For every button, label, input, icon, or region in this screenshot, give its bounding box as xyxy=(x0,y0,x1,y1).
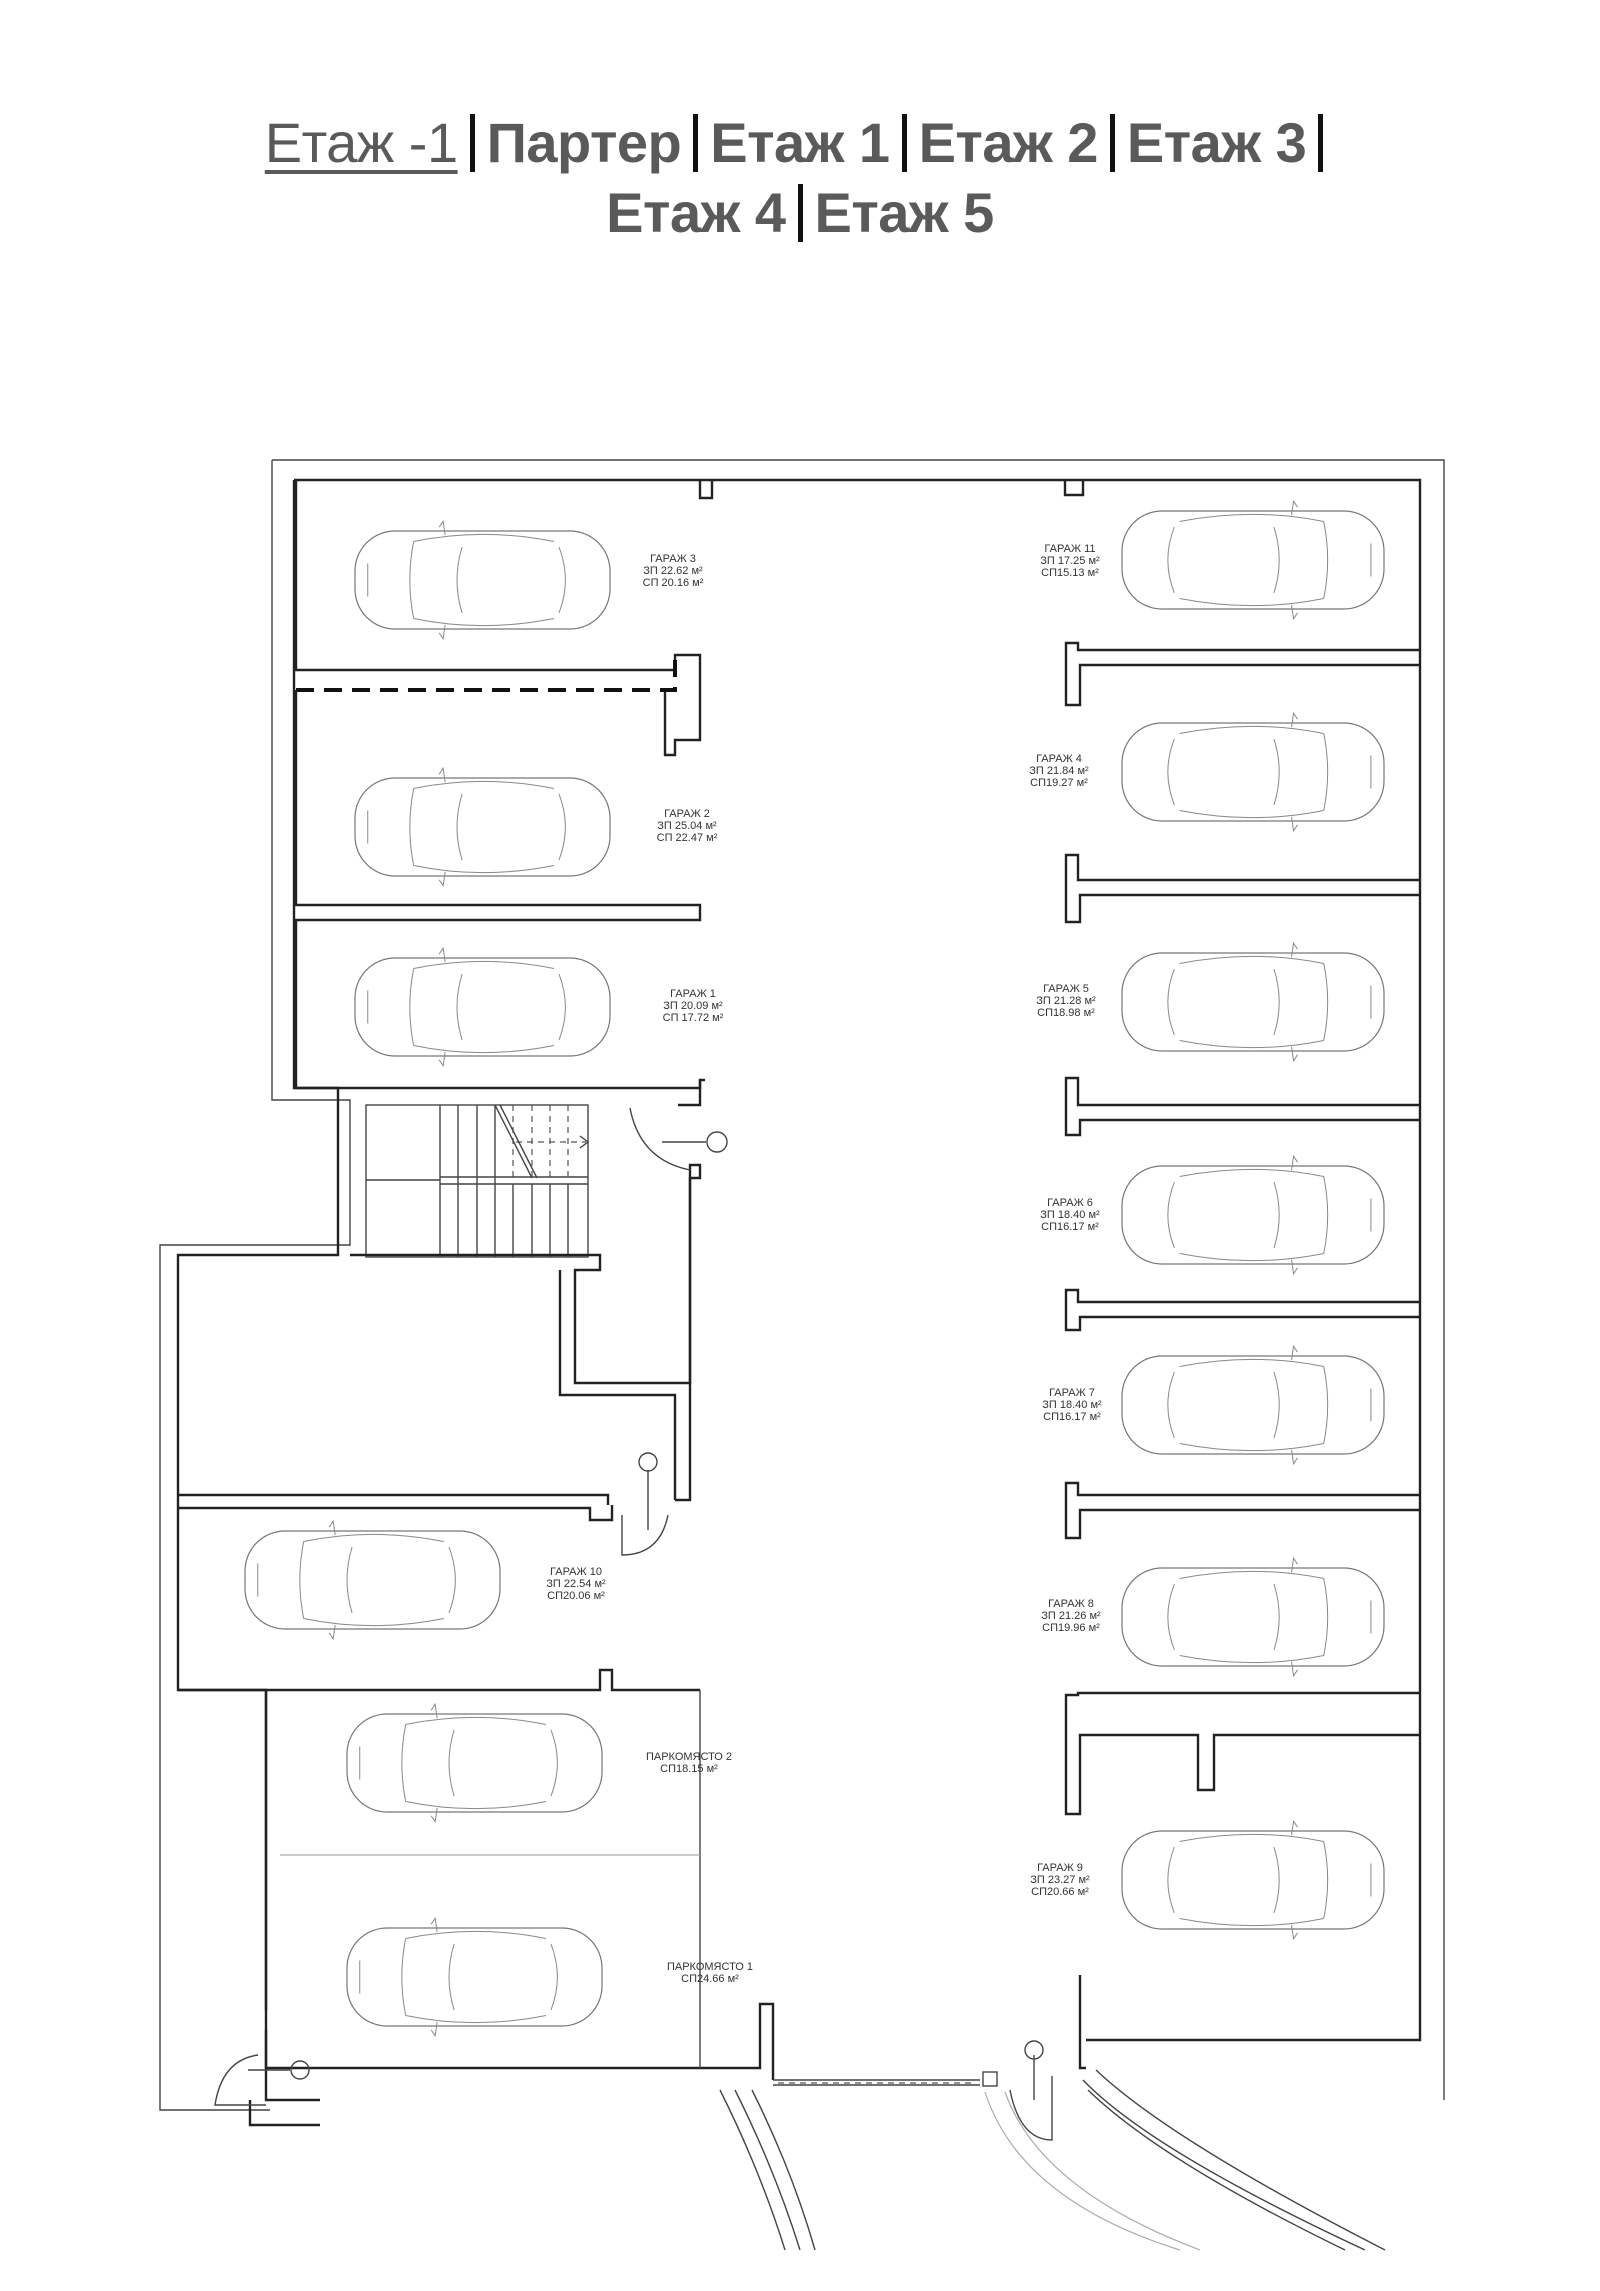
floor-link-5[interactable]: Етаж 5 xyxy=(814,181,995,244)
stairwell xyxy=(365,1104,590,1258)
separator xyxy=(1109,114,1115,172)
car-icon xyxy=(354,519,611,641)
separator xyxy=(693,114,699,172)
separator xyxy=(1318,114,1324,172)
car-icon xyxy=(354,766,611,888)
cars-layer xyxy=(244,499,1385,2038)
car-icon xyxy=(1121,1819,1385,1941)
right-garage-walls xyxy=(1063,480,1420,2070)
car-icon xyxy=(1121,1556,1385,1678)
car-icon xyxy=(1121,499,1385,621)
car-icon xyxy=(346,1916,603,2038)
floor-link-basement[interactable]: Етаж -1 xyxy=(264,111,458,174)
car-icon xyxy=(354,946,611,1068)
separator xyxy=(469,114,475,172)
floor-link-ground[interactable]: Партер xyxy=(486,111,682,174)
floor-nav-row-2: Етаж 4 Етаж 5 xyxy=(0,178,1600,248)
car-icon xyxy=(1121,941,1385,1063)
car-icon xyxy=(1121,1344,1385,1466)
entrance-ramp xyxy=(719,2069,1386,2251)
separator xyxy=(797,184,803,242)
separator xyxy=(901,114,907,172)
car-icon xyxy=(244,1519,501,1641)
floor-link-3[interactable]: Етаж 3 xyxy=(1126,111,1307,174)
car-icon xyxy=(1121,1154,1385,1276)
floor-link-2[interactable]: Етаж 2 xyxy=(918,111,1099,174)
left-garage-walls xyxy=(294,480,714,1107)
floor-link-1[interactable]: Етаж 1 xyxy=(710,111,890,174)
car-icon xyxy=(1121,711,1385,833)
floor-nav-row-1: Етаж -1 Партер Етаж 1 Етаж 2 Етаж 3 xyxy=(0,108,1600,178)
floor-link-4[interactable]: Етаж 4 xyxy=(606,181,786,244)
car-icon xyxy=(346,1702,603,1824)
core-walls xyxy=(178,1163,702,2068)
doors xyxy=(214,1107,1053,2141)
